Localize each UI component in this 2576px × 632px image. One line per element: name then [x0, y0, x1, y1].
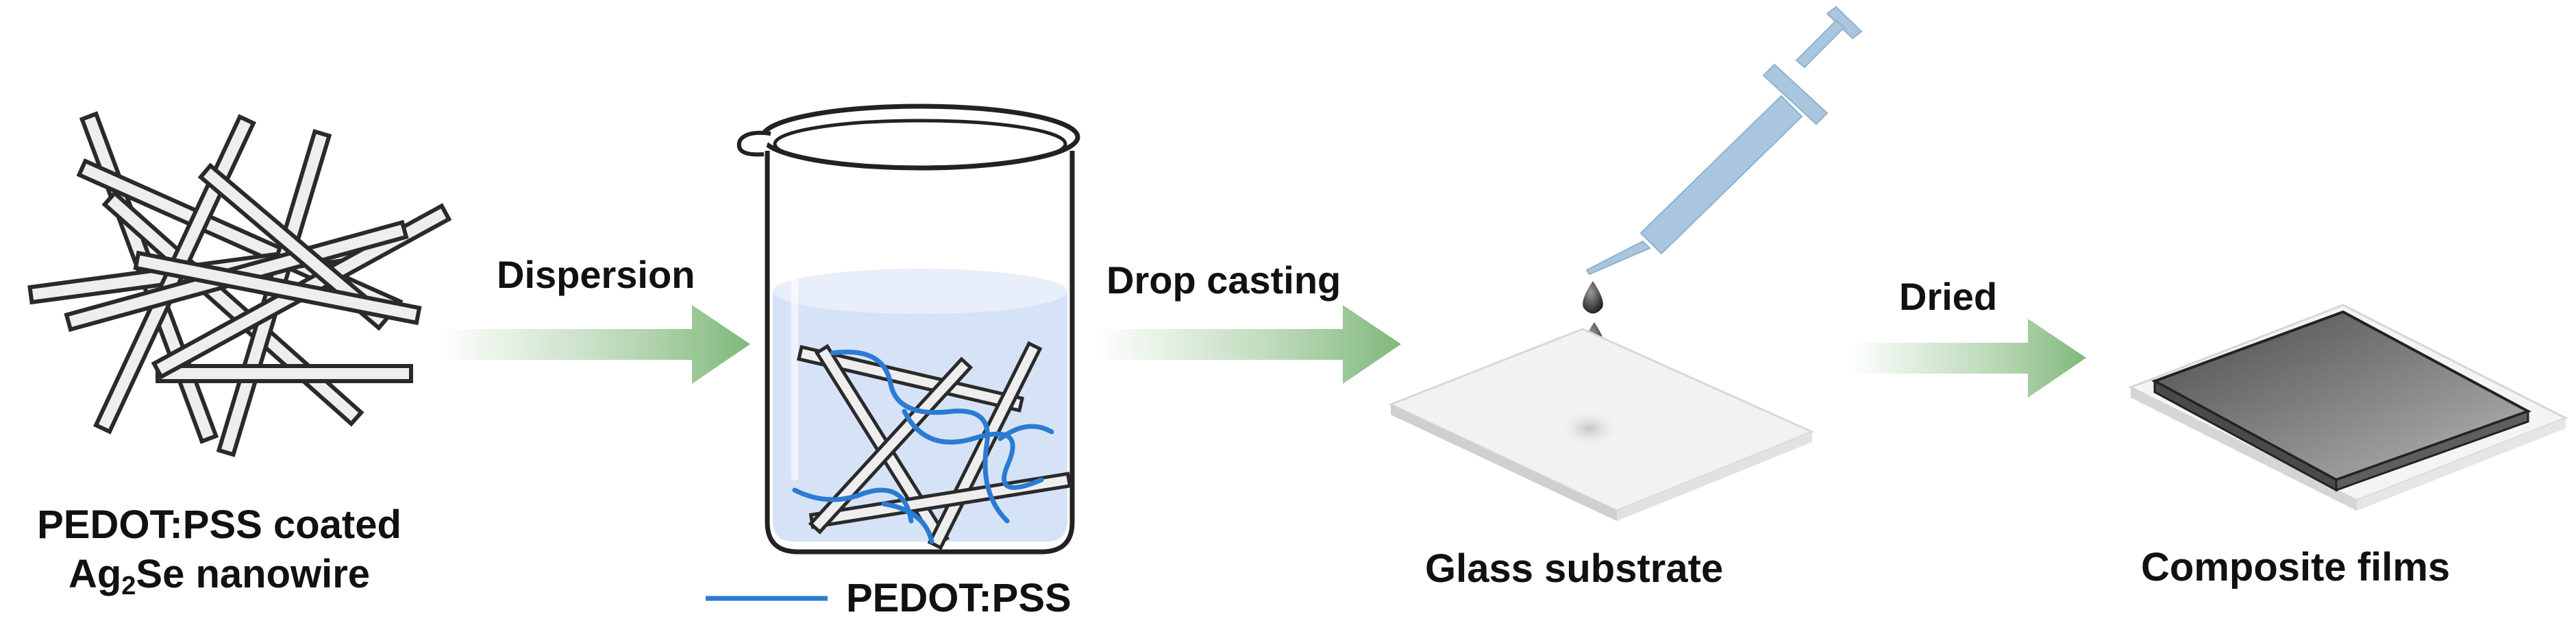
caption-nanowire-line2: Ag2Se nanowire — [27, 550, 411, 599]
nanowire-rod — [808, 356, 974, 535]
glass-substrate-illustration — [1388, 328, 1815, 521]
syringe-icon — [1585, 5, 1863, 276]
caption-nanowire-subscript: 2 — [121, 572, 136, 600]
caption-composite-films: Composite films — [2141, 545, 2451, 590]
pedot-strands — [792, 350, 1054, 544]
caption-nanowire-line1: PEDOT:PSS coated — [37, 502, 401, 547]
nanowire-cluster-illustration — [27, 111, 452, 457]
nanowire-rod — [133, 250, 422, 326]
step-label-dried: Dried — [1899, 275, 1998, 318]
arrow-dried — [1850, 319, 2086, 398]
step-label-dispersion: Dispersion — [497, 253, 695, 296]
composite-film-illustration — [2128, 304, 2568, 511]
caption-nanowire-se: Se nanowire — [136, 552, 371, 596]
beaker-illustration — [736, 104, 1080, 555]
caption-nanowire: PEDOT:PSS coated Ag2Se nanowire — [27, 500, 411, 599]
caption-glass-substrate: Glass substrate — [1425, 546, 1724, 591]
legend-label-pedot: PEDOT:PSS — [846, 576, 1072, 620]
nanowire-rod — [156, 364, 413, 383]
step-label-drop-casting: Drop casting — [1106, 258, 1341, 302]
arrow-drop-casting — [1096, 305, 1401, 384]
caption-nanowire-ag: Ag — [68, 552, 122, 596]
arrow-dispersion — [438, 305, 750, 384]
